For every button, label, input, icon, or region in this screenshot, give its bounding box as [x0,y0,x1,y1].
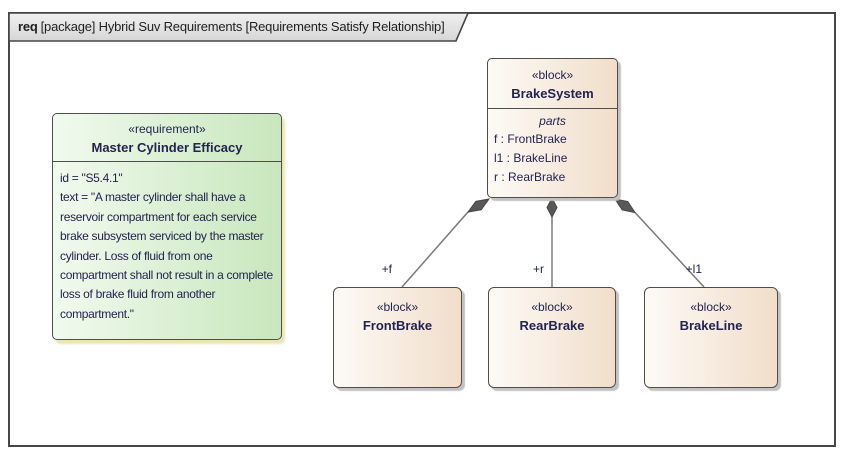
block-rearbrake-stereotype: «block» [531,300,573,314]
block-frontbrake[interactable]: «block» FrontBrake [333,287,462,388]
block-brakesystem-name: BrakeSystem [511,86,594,101]
connector-role-label-l1: +l1 [685,262,702,276]
requirement-body: id = "S5.4.1" text = "A master cylinder … [53,162,281,324]
composition-diamond-brakeline[interactable] [613,198,637,214]
block-brakesystem[interactable]: «block» BrakeSystem parts f : FrontBrake… [487,58,618,198]
frame-title-tab [8,12,470,42]
connector-role-label-f: +f [381,262,392,276]
requirement-name: Master Cylinder Efficacy [91,140,243,155]
block-rearbrake-name: RearBrake [519,318,585,333]
part-item-f: f : FrontBrake [494,132,567,146]
block-rearbrake[interactable]: «block» RearBrake [488,287,616,388]
connector-brakeline[interactable] [634,211,705,288]
connector-role-label-r: +r [532,262,544,276]
connector-frontbrake[interactable] [401,211,469,288]
parts-compartment-label: parts [539,114,566,128]
frame-keyword: req [18,19,38,34]
block-brakesystem-header: «block» BrakeSystem [488,59,617,109]
block-brakeline-stereotype: «block» [690,300,732,314]
requirement-header: «requirement» Master Cylinder Efficacy [53,114,281,162]
requirement-text: text = "A master cylinder shall have a r… [60,190,273,321]
frame-title: req[package] Hybrid Suv Requirements [Re… [18,19,445,34]
block-frontbrake-stereotype: «block» [376,300,419,314]
requirement-stereotype: «requirement» [128,122,206,136]
part-item-r: r : RearBrake [494,170,566,184]
requirement-master-cylinder-efficacy[interactable]: «requirement» Master Cylinder Efficacy i… [52,113,282,340]
block-brakeline-name: BrakeLine [679,318,743,333]
block-brakesystem-parts-compartment: parts f : FrontBrake l1 : BrakeLine r : … [488,109,617,187]
block-frontbrake-name: FrontBrake [362,318,433,333]
requirement-id: id = "S5.4.1" [60,171,123,185]
block-brakesystem-stereotype: «block» [531,68,574,82]
composition-diamond-rearbrake[interactable] [546,196,558,219]
composition-diamond-frontbrake[interactable] [466,198,491,213]
frame-title-text: [package] Hybrid Suv Requirements [Requi… [40,19,445,34]
block-brakeline[interactable]: «block» BrakeLine [644,287,778,388]
part-item-l1: l1 : BrakeLine [494,151,568,165]
